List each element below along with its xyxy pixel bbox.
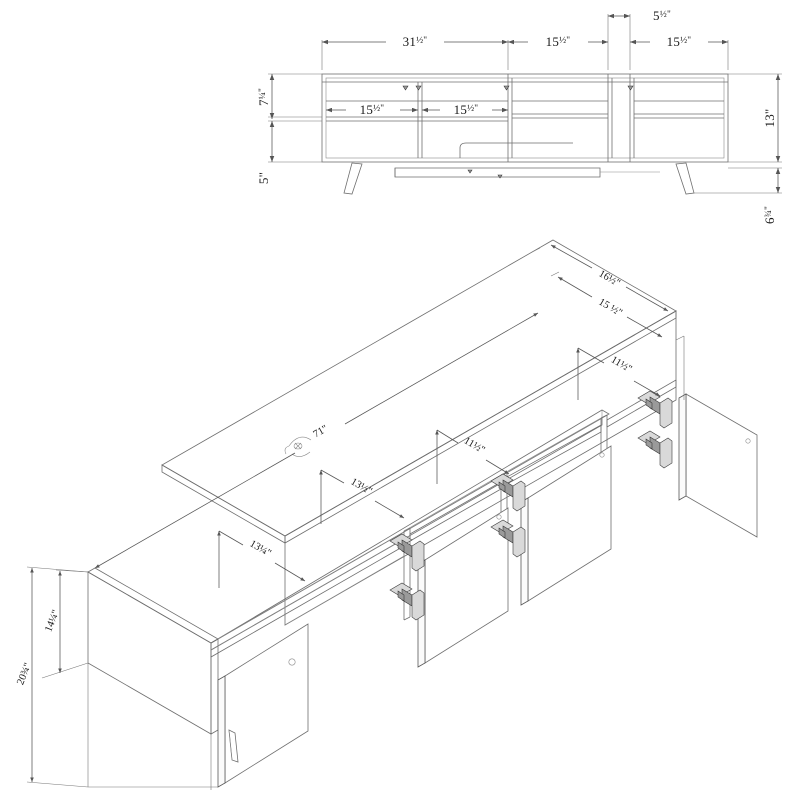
hinge-left-mid-upper (389, 533, 425, 572)
front-shelves-middle (512, 100, 608, 119)
dim-label-inner-right: 15½" (454, 102, 479, 117)
dim-label-inner-left: 15½" (360, 102, 385, 117)
dim-15-5-iso: 15 ½" (550, 271, 685, 400)
iso-back-internal-lines (284, 417, 602, 626)
dim-7-25: 7¼" (256, 74, 275, 119)
dim-71: 71" (94, 247, 541, 569)
dim-11-5-mid: 11½" (435, 429, 510, 484)
dim-label-6-75: 6¾" (762, 206, 777, 224)
front-extension-lines (268, 14, 782, 194)
dim-15-5-right-top: 15½" (630, 34, 728, 49)
dim-31-5: 31½" (322, 34, 508, 49)
iso-leg (228, 729, 239, 763)
dim-6-75: 6¾" (762, 168, 781, 224)
dim-label-15-5-iso: 15 ½" (597, 297, 624, 319)
dim-label-11-5-right: 11½" (609, 355, 634, 376)
iso-left-end-panel (87, 567, 219, 735)
dim-label-5: 5" (256, 172, 271, 184)
hinge-right-mid-lower (490, 519, 526, 558)
front-shelves-left (326, 100, 508, 122)
dim-label-7-25: 7¼" (256, 88, 271, 106)
dim-14-25: 14¼" (41, 569, 89, 679)
iso-door-left[interactable] (217, 623, 309, 788)
hinge-right-lower (637, 430, 673, 469)
iso-left-guides (87, 663, 212, 790)
dim-label-20-75: 20¾" (15, 661, 34, 686)
dim-5: 5" (256, 121, 275, 184)
isometric-view: 16½" 15 ½" 11½" (15, 239, 758, 790)
cable-management-detail (284, 436, 312, 457)
dim-label-71: 71" (312, 423, 330, 440)
hinge-left-mid-lower (389, 582, 425, 621)
dim-label-14-25: 14¼" (43, 608, 62, 633)
dim-15-5-mid-top: 15½" (508, 34, 608, 49)
front-shelves-right (634, 100, 724, 119)
iso-bottom-panel (210, 409, 610, 651)
base-stretcher (394, 167, 660, 179)
dim-inner-left-15-5: 15½" (326, 102, 418, 117)
front-elevation-view: 31½" 15½" 15½" 5½" (256, 8, 782, 224)
dim-13-25: 13¼" (217, 530, 306, 588)
dim-label-5-5: 5½" (653, 8, 671, 23)
dim-label-16-5: 16½" (597, 268, 622, 289)
front-legs (343, 162, 695, 195)
dim-label-15-5-mid: 15½" (546, 34, 571, 49)
dim-inner-right-15-5: 15½" (422, 102, 508, 117)
cam-lock-marks (402, 85, 634, 91)
iso-door-right-mid[interactable] (520, 445, 612, 606)
iso-door-right[interactable] (678, 393, 758, 538)
dim-label-15-5-right: 15½" (667, 34, 692, 49)
dim-label-13-5: 13½" (349, 476, 374, 497)
iso-door-left-mid[interactable] (417, 507, 509, 668)
dim-label-11-5-mid: 11½" (462, 436, 487, 457)
cable-cutout-arch (459, 142, 573, 158)
cable-hole (288, 658, 296, 666)
iso-hinges (389, 390, 673, 621)
dim-label-13-25: 13¼" (248, 538, 273, 559)
dim-label-31-5: 31½" (403, 34, 428, 49)
dim-5-5: 5½" (608, 8, 671, 23)
dim-13: 13" (762, 74, 781, 162)
dim-13-5: 13½" (319, 469, 405, 524)
hinge-right-upper (637, 390, 673, 429)
hinge-right-mid-upper (490, 473, 526, 512)
dim-label-13: 13" (762, 109, 777, 128)
